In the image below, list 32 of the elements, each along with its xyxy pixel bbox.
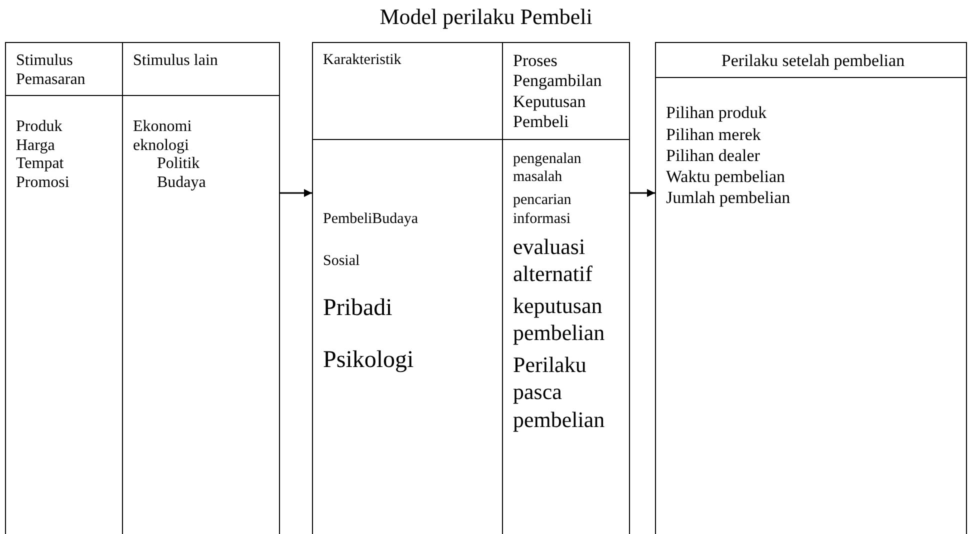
- arrow: [280, 189, 312, 197]
- list-item: Pilihan dealer: [666, 144, 761, 166]
- column-heading: Stimulus lain: [133, 51, 219, 70]
- header-cell: [313, 43, 503, 140]
- list-item: Promosi: [16, 174, 70, 192]
- list-item: Jumlah pembelian: [666, 187, 792, 209]
- column-heading: Perilaku setelah pembelian: [720, 51, 906, 72]
- table-box: [312, 42, 630, 534]
- diagram-title: Model perilaku Pembeli: [378, 4, 594, 30]
- list-item: PembeliBudaya: [323, 210, 419, 228]
- list-item: Tempat: [16, 155, 65, 174]
- list-item: Sosial: [323, 252, 361, 270]
- list-item: Produk: [16, 118, 64, 137]
- column-heading: Karakteristik: [323, 51, 402, 69]
- list-item: Budaya: [156, 174, 207, 192]
- list-item: eknologi: [133, 136, 190, 156]
- list-item: Perilaku pasca pembelian: [513, 350, 606, 434]
- column-heading: Proses Pengambilan Keputusan Pembeli: [513, 51, 603, 133]
- list-item: Ekonomi: [133, 118, 193, 137]
- list-item: Waktu pembelian: [666, 166, 786, 188]
- list-item: Harga: [16, 136, 56, 156]
- column-heading: Stimulus Pemasaran: [16, 51, 86, 90]
- list-item: Psikologi: [323, 346, 415, 376]
- list-item: Pribadi: [323, 294, 394, 322]
- arrow: [630, 189, 655, 197]
- list-item: Pilihan produk: [666, 102, 768, 124]
- list-item: Pilihan merek: [666, 124, 762, 145]
- list-item: keputusan pembelian: [513, 292, 606, 347]
- header-cell: [6, 43, 123, 96]
- list-item: pencarian informasi: [513, 191, 572, 229]
- list-item: Politik: [156, 155, 201, 174]
- table-box: [5, 42, 280, 534]
